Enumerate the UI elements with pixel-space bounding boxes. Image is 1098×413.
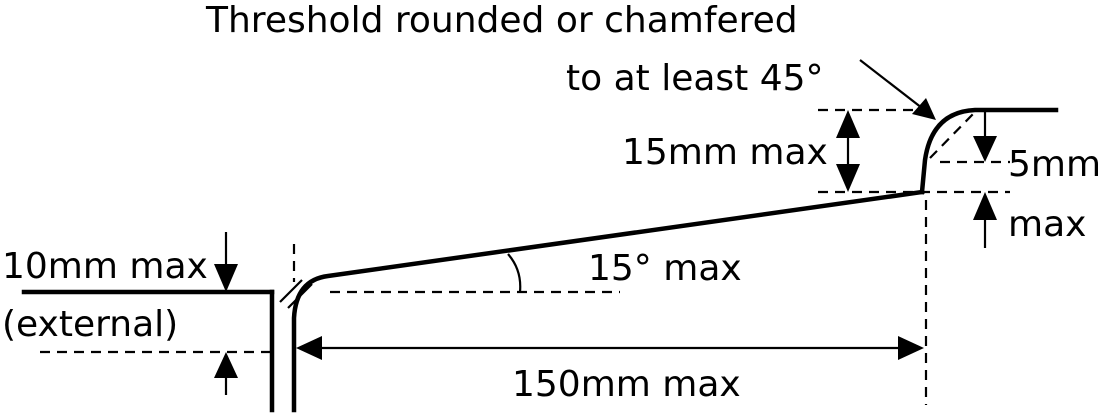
angle-label: 15° max: [588, 248, 742, 289]
callout-leader: [859, 59, 936, 120]
dim-5-arrow-down: [973, 136, 997, 162]
break-mark-2: [287, 283, 313, 309]
dim-150-arrow-left: [296, 336, 322, 360]
ramp-profile: [291, 189, 925, 413]
dim-15-arrow-up: [836, 110, 860, 138]
dimension-5mm: [973, 112, 997, 248]
dim-10-arrow-up: [214, 352, 238, 378]
dim-15-arrow-down: [836, 164, 860, 192]
construction-lines: [40, 108, 1010, 405]
step-5mm-label: 5mm: [1008, 144, 1098, 185]
external-label: (external): [2, 304, 178, 345]
chamfer-dashed: [929, 111, 976, 159]
dimension-15mm: [836, 110, 860, 192]
leader-arrowhead: [912, 98, 936, 120]
threshold-nose: [919, 107, 1059, 195]
leader-line: [859, 59, 923, 109]
dimension-10mm: [214, 232, 238, 395]
length-label: 150mm max: [512, 364, 741, 405]
threshold-callout-line2: to at least 45°: [566, 58, 824, 99]
dim-150-arrow-right: [898, 336, 924, 360]
step-10mm-label: 10mm max: [2, 246, 208, 287]
angle-arc: [507, 253, 522, 293]
break-marks: [279, 279, 313, 309]
dim-5-arrow-up: [973, 192, 997, 220]
break-mark-1: [279, 279, 303, 303]
threshold-callout-line1: Threshold rounded or chamfered: [205, 0, 798, 41]
step-5mm-max-label: max: [1008, 204, 1086, 245]
dimension-150mm: [296, 336, 924, 360]
dim-10-arrow-down: [214, 264, 238, 292]
profile-outline: [21, 107, 1059, 413]
rise-15mm-label: 15mm max: [622, 132, 828, 173]
